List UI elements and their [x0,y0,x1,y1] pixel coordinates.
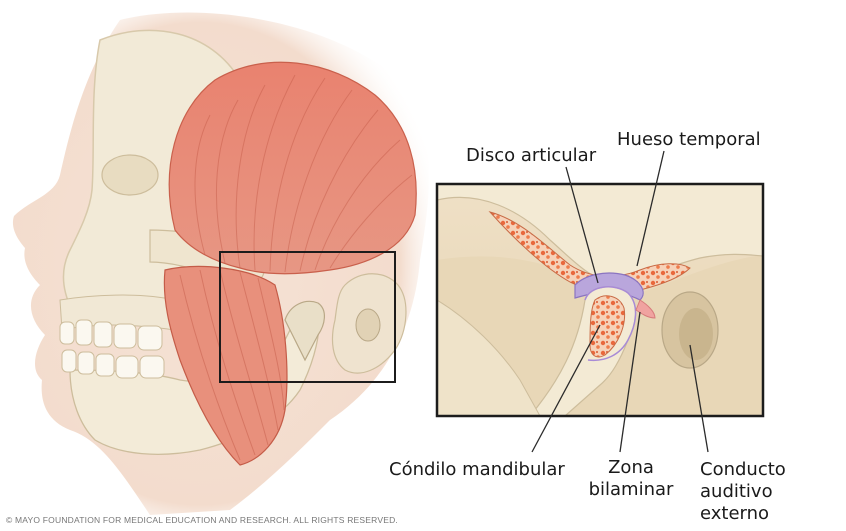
label-zona-bilaminar: Zona bilaminar [587,457,675,501]
label-conducto-line2: auditivo externo [700,481,846,525]
label-conducto-auditivo-externo: Conducto auditivo externo [700,459,846,525]
label-condilo-mandibular: Cóndilo mandibular [389,459,565,481]
inset-detail [437,184,763,416]
label-zona-bilaminar-line2: bilaminar [587,479,675,501]
label-hueso-temporal: Hueso temporal [617,129,761,151]
label-disco-articular: Disco articular [466,145,596,167]
copyright-notice: © MAYO FOUNDATION FOR MEDICAL EDUCATION … [6,515,398,525]
label-conducto-line1: Conducto [700,459,846,481]
label-zona-bilaminar-line1: Zona [587,457,675,479]
